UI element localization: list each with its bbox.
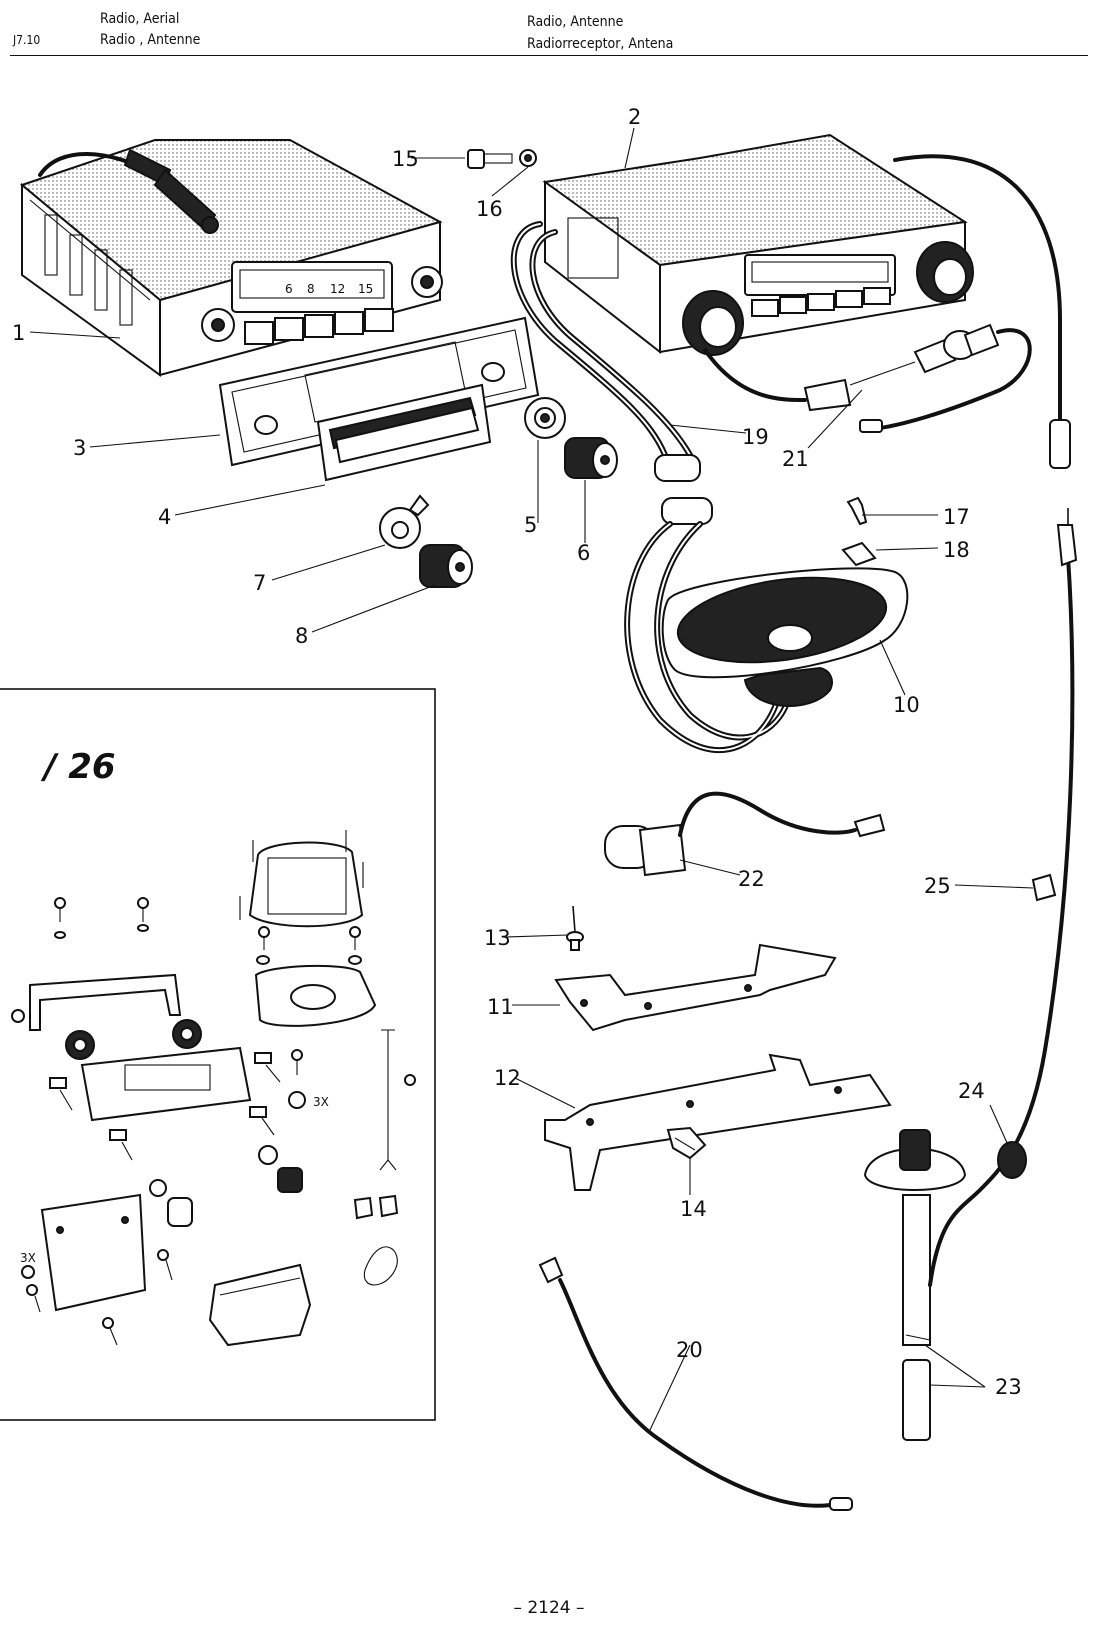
dial-mark-4: 15: [358, 282, 373, 296]
callout-18: 18: [943, 538, 970, 562]
callout-24: 24: [958, 1079, 985, 1103]
callout-21: 21: [782, 447, 809, 471]
callout-13: 13: [484, 926, 511, 950]
callout-16: 16: [476, 197, 503, 221]
mounting-bracket-large: [544, 1053, 892, 1191]
inset-label: ∕ 26: [40, 747, 116, 787]
callout-10: 10: [893, 693, 920, 717]
callout-12: 12: [494, 1066, 521, 1090]
header-rule: [10, 55, 1088, 56]
aerial-mast: [863, 508, 1078, 1441]
dial-mark-1: 6: [285, 282, 293, 296]
speaker-twin-cable: [510, 221, 793, 753]
callout-4: 4: [158, 505, 171, 529]
dial-mark-2: 8: [307, 282, 315, 296]
callout-23: 23: [995, 1375, 1022, 1399]
page-number: – 2124 –: [513, 1598, 585, 1618]
callout-5: 5: [524, 513, 537, 537]
callout-22: 22: [738, 867, 765, 891]
escutcheon-frame: [316, 383, 492, 482]
aerial-lead: [538, 1256, 853, 1511]
suppressor-capacitor: [604, 791, 886, 877]
title-french: Radio , Antenne: [100, 32, 201, 48]
mounting-bracket-small: [554, 943, 837, 1032]
callout-15: 15: [392, 147, 419, 171]
callout-7: 7: [253, 571, 266, 595]
panel-bezel: [218, 316, 540, 467]
inset-panel: ∕ 26: [0, 688, 436, 1421]
title-german: Radio, Antenne: [527, 14, 624, 30]
callout-6: 6: [577, 541, 590, 565]
dial-mark-3: 12: [330, 282, 345, 296]
spring-clip: [666, 1126, 707, 1160]
inset-multiplier-2: 3X: [20, 1251, 36, 1265]
callout-25: 25: [924, 874, 951, 898]
loudspeaker: [661, 567, 909, 707]
rivet: [566, 905, 584, 951]
callout-8: 8: [295, 624, 308, 648]
title-english: Radio, Aerial: [100, 11, 180, 27]
radio-receiver-right: [542, 133, 1071, 469]
knob-parts: [379, 397, 618, 588]
callout-2: 2: [628, 105, 641, 129]
screw-washer: [467, 149, 537, 169]
callout-17: 17: [943, 505, 970, 529]
callout-20: 20: [676, 1338, 703, 1362]
callout-11: 11: [487, 995, 514, 1019]
callout-14: 14: [680, 1197, 707, 1221]
inset-screws: [54, 897, 362, 965]
inset-multiplier-1: 3X: [313, 1095, 329, 1109]
callout-1: 1: [12, 321, 25, 345]
section-code: J7.10: [13, 33, 41, 47]
radio-receiver-left: 6 8 12 15: [19, 139, 443, 377]
callout-19: 19: [742, 425, 769, 449]
screw-clip: [841, 496, 877, 567]
title-spanish: Radiorreceptor, Antena: [527, 36, 674, 52]
callout-3: 3: [73, 436, 86, 460]
leader-lines: [29, 127, 1034, 1431]
